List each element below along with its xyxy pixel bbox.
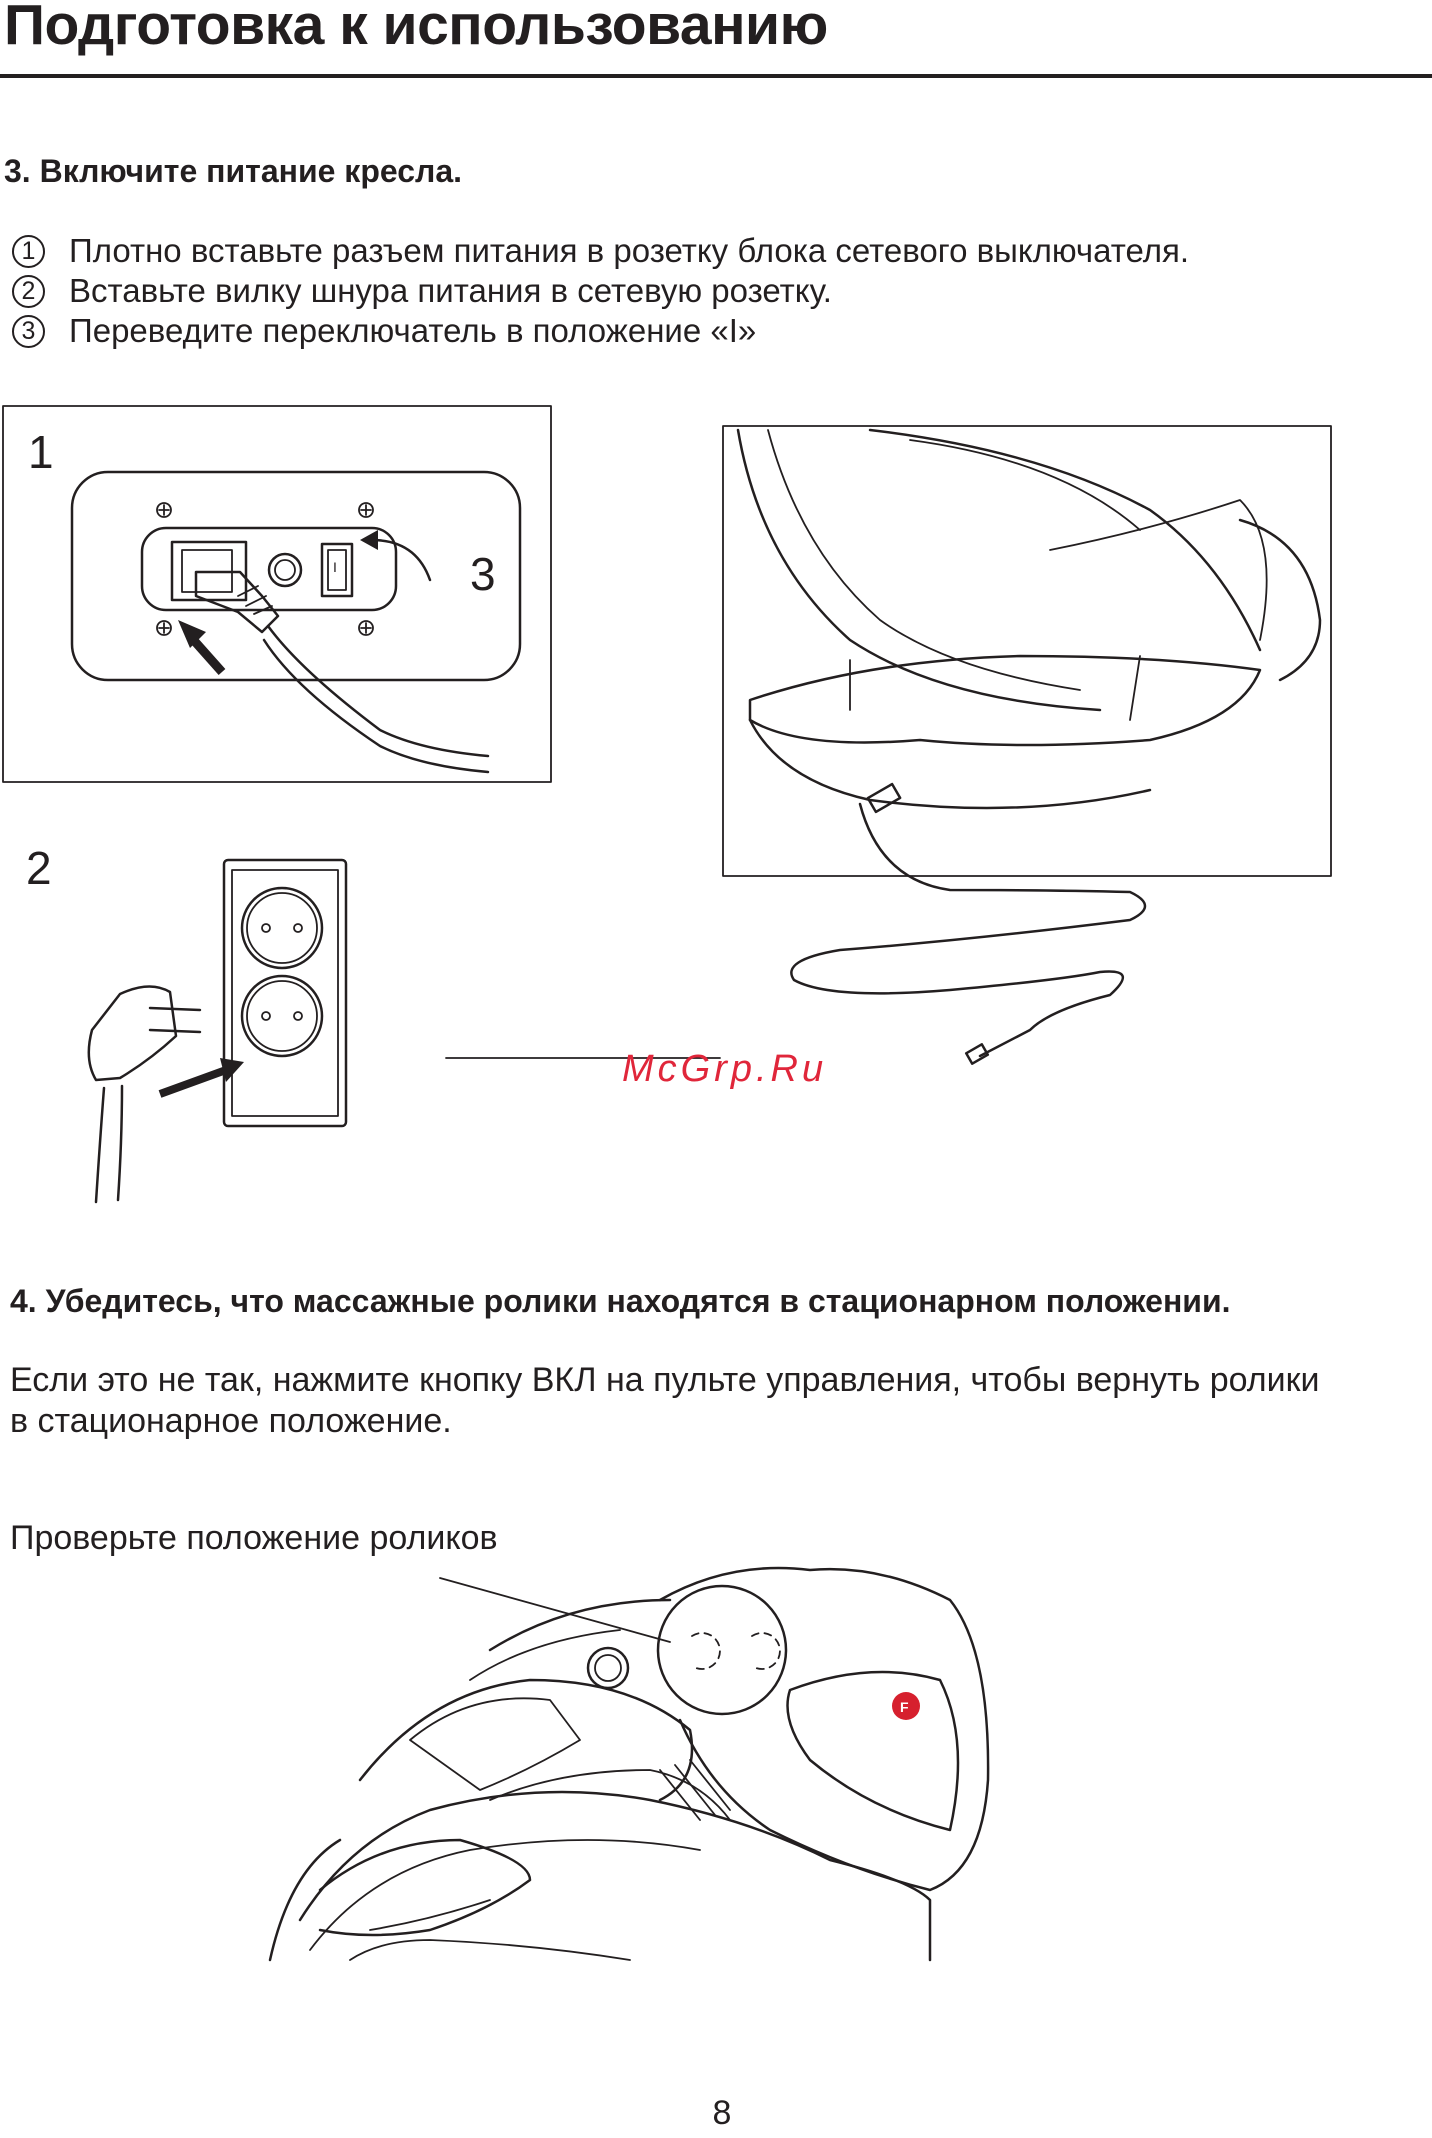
step-2-text: Вставьте вилку шнура питания в сетевую р… — [69, 272, 832, 309]
figure-3-label: 3 — [470, 548, 496, 600]
section4-body-line1: Если это не так, нажмите кнопку ВКЛ на п… — [10, 1361, 1320, 1399]
title-divider — [0, 74, 1432, 78]
step-2-number: 2 — [12, 274, 45, 308]
page-number: 8 — [712, 2094, 732, 2132]
figure-1-label: 1 — [28, 426, 54, 478]
step-3-number: 3 — [12, 314, 45, 348]
figure-2-label: 2 — [26, 842, 52, 894]
switch-mark: I — [333, 559, 337, 575]
wall-socket-figure: 2 — [26, 842, 721, 1204]
step-1: 1 Плотно вставьте разъем питания в розет… — [12, 232, 1189, 270]
step-3-text: Переведите переключатель в положение «I» — [69, 312, 757, 349]
brand-logo: F — [900, 1699, 909, 1715]
rollers-callout: Проверьте положение роликов — [10, 1519, 498, 1557]
massage-chair-figure: F — [268, 1566, 990, 1962]
step-2: 2 Вставьте вилку шнура питания в сетевую… — [12, 272, 832, 310]
chair-base-figure — [722, 425, 1332, 1065]
step-3: 3 Переведите переключатель в положение «… — [12, 312, 756, 350]
watermark: McGrp.Ru — [622, 1048, 828, 1090]
power-switch-figure: 1 I 3 — [2, 405, 552, 783]
page-title: Подготовка к использованию — [4, 0, 828, 57]
section4-body-line2: в стационарное положение. — [10, 1402, 452, 1440]
step-1-number: 1 — [12, 234, 45, 268]
section3-heading: 3. Включите питание кресла. — [4, 153, 463, 189]
section4-heading: 4. Убедитесь, что массажные ролики наход… — [10, 1283, 1231, 1319]
step-1-text: Плотно вставьте разъем питания в розетку… — [69, 232, 1190, 269]
